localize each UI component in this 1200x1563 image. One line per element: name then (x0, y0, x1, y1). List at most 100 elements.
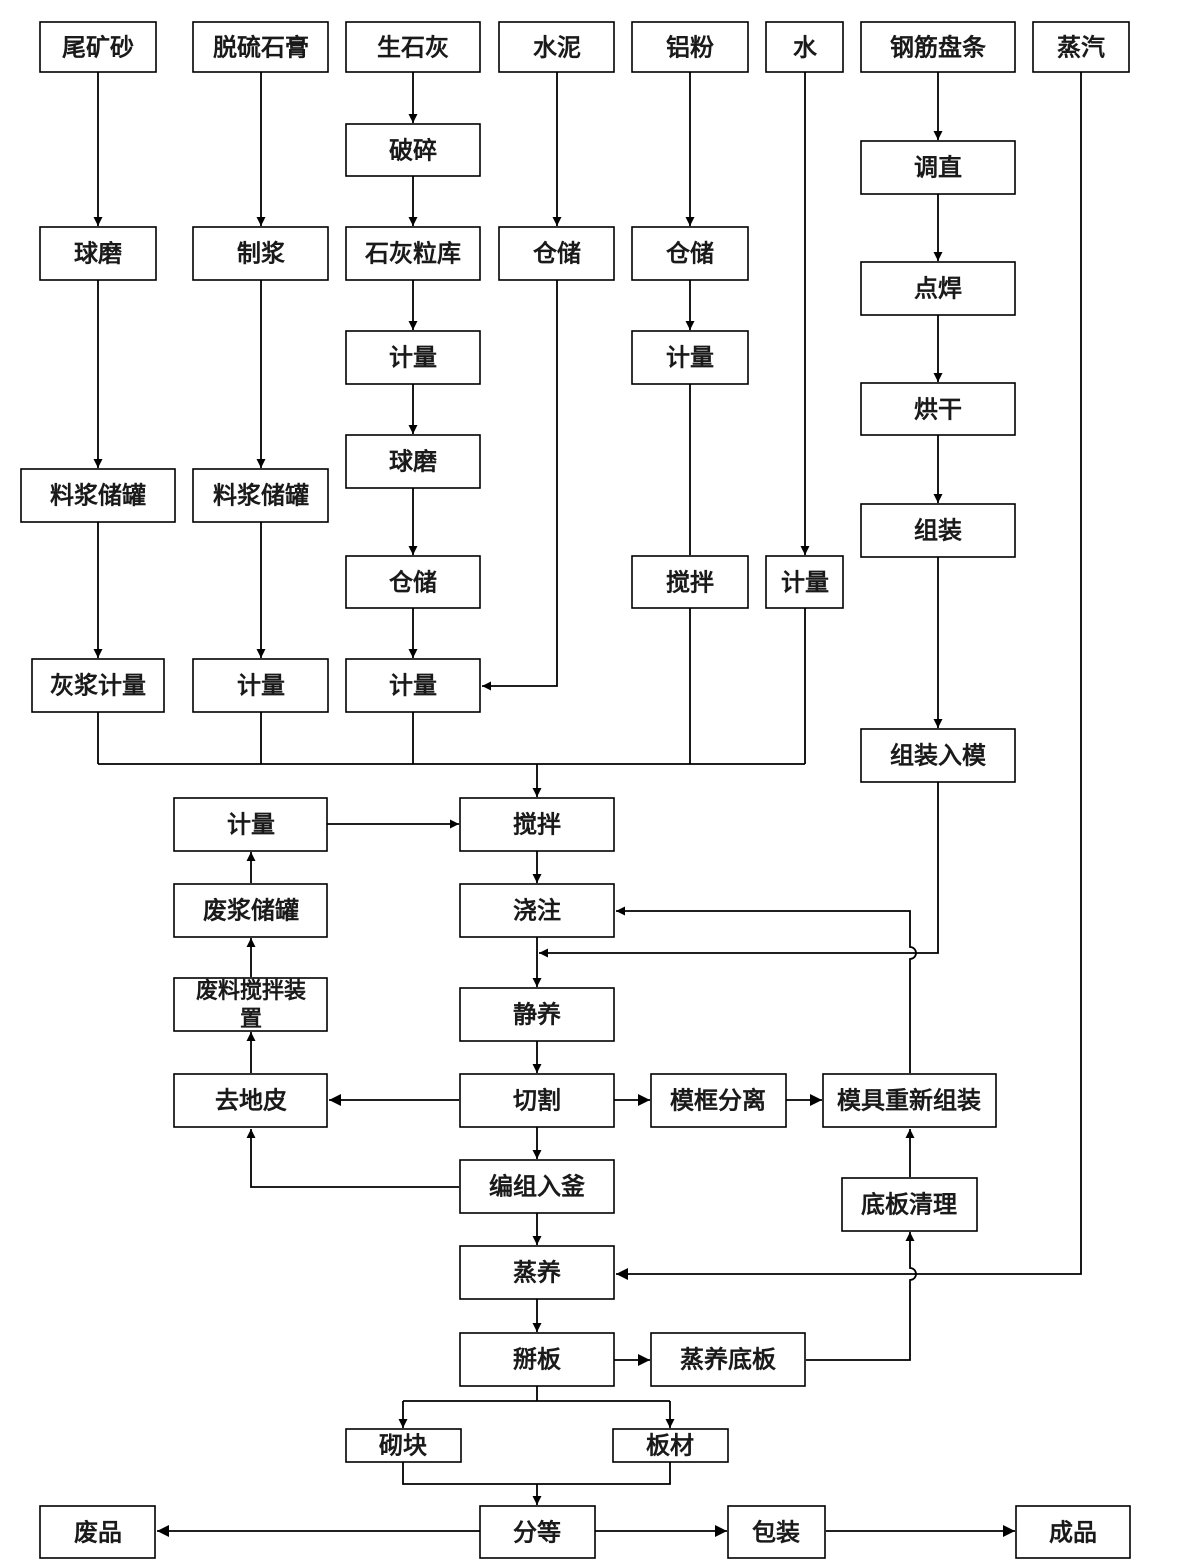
node-label: 计量 (666, 343, 714, 372)
edge-group-crust (246, 1129, 459, 1188)
node-assemble: 组装 (860, 503, 1016, 558)
node-label: 脱硫石膏 (213, 33, 309, 62)
node-label: 板材 (646, 1431, 694, 1460)
node-label: 搅拌 (513, 810, 561, 839)
node-measure-waste: 计量 (173, 797, 328, 852)
node-cement: 水泥 (498, 21, 615, 73)
node-measure-al: 计量 (631, 330, 749, 385)
node-label: 料浆储罐 (213, 481, 309, 510)
node-dry: 烘干 (860, 382, 1016, 436)
node-label: 模框分离 (670, 1086, 766, 1115)
edge-steam-autoclave (616, 72, 1082, 1280)
node-label: 搅拌 (666, 568, 714, 597)
node-label: 计量 (237, 671, 285, 700)
node-label: 蒸汽 (1057, 33, 1105, 62)
node-slurry-tank-1: 料浆储罐 (20, 468, 176, 523)
node-label-line2: 置 (240, 1006, 262, 1032)
node-label: 切割 (513, 1086, 561, 1115)
node-label: 灰浆计量 (50, 671, 146, 700)
node-label: 底板清理 (861, 1190, 957, 1219)
node-label: 废品 (74, 1518, 122, 1547)
node-label: 尾矿砂 (62, 33, 134, 62)
node-label: 计量 (227, 810, 275, 839)
node-label: 计量 (781, 568, 829, 597)
node-label: 蒸养底板 (680, 1345, 777, 1374)
edges (93, 72, 1082, 1537)
node-label: 仓储 (532, 239, 581, 268)
node-measure-gypsum: 计量 (192, 658, 329, 713)
node-waste-mixer: 废料搅拌装 置 (173, 977, 328, 1032)
node-waste-tank: 废浆储罐 (173, 883, 328, 938)
node-crush: 破碎 (345, 123, 481, 177)
node-cut: 切割 (459, 1073, 615, 1128)
node-pour: 浇注 (459, 883, 615, 938)
node-product: 成品 (1015, 1505, 1131, 1559)
node-separate: 掰板 (459, 1332, 615, 1387)
edge-steambase-clean (806, 1232, 917, 1361)
node-label: 制浆 (237, 239, 286, 268)
node-label: 成品 (1049, 1518, 1097, 1547)
node-label: 石灰粒库 (364, 239, 461, 268)
node-measure-water: 计量 (765, 555, 844, 609)
node-desulf-gypsum: 脱硫石膏 (192, 21, 329, 73)
node-label: 组装入模 (890, 741, 987, 770)
node-autoclave: 蒸养 (459, 1245, 615, 1300)
node-label: 水泥 (533, 33, 581, 62)
edge-block-merge (402, 1462, 671, 1485)
node-panel: 板材 (612, 1428, 729, 1463)
node-storage-al: 仓储 (631, 226, 749, 281)
node-storage-cement: 仓储 (498, 226, 615, 281)
node-measure-lime2: 计量 (345, 658, 481, 713)
node-ball-mill-1: 球磨 (39, 226, 157, 281)
node-stir-al: 搅拌 (631, 555, 749, 609)
node-label: 砌块 (379, 1431, 427, 1460)
node-straighten: 调直 (860, 140, 1016, 195)
node-label: 料浆储罐 (50, 481, 146, 510)
node-label: 铝粉 (666, 33, 714, 62)
node-remove-crust: 去地皮 (173, 1073, 328, 1128)
node-label: 静养 (513, 1000, 561, 1029)
node-pulping: 制浆 (192, 226, 329, 281)
node-label: 水 (793, 33, 818, 62)
node-storage-lime: 仓储 (345, 555, 481, 609)
node-clean-base: 底板清理 (841, 1177, 978, 1232)
edge-cementstorage-measure2 (482, 280, 558, 691)
node-label: 点焊 (914, 274, 962, 303)
node-ball-mill-2: 球磨 (345, 434, 481, 489)
node-label: 球磨 (74, 239, 122, 268)
node-label: 包装 (752, 1518, 800, 1547)
node-label: 废浆储罐 (203, 896, 299, 925)
node-label: 仓储 (665, 239, 714, 268)
node-label: 模具重新组装 (837, 1086, 981, 1115)
node-label: 分等 (513, 1518, 561, 1547)
node-steam: 蒸汽 (1032, 21, 1130, 73)
node-label: 组装 (914, 516, 962, 545)
node-quicklime: 生石灰 (345, 21, 481, 73)
node-tailings: 尾矿砂 (39, 21, 157, 73)
node-ash-measure: 灰浆计量 (31, 658, 165, 713)
node-label: 仓储 (388, 568, 437, 597)
node-slurry-tank-2: 料浆储罐 (192, 468, 329, 523)
node-group-kiln: 编组入釜 (459, 1159, 615, 1214)
edge-reassemble-pour (616, 906, 917, 1073)
node-label: 烘干 (914, 395, 962, 424)
node-steam-base: 蒸养底板 (650, 1332, 806, 1387)
node-label: 计量 (389, 671, 437, 700)
node-grade: 分等 (479, 1505, 596, 1559)
node-label: 编组入釜 (489, 1172, 586, 1201)
node-label: 浇注 (513, 896, 561, 925)
node-label: 球磨 (389, 447, 437, 476)
node-lime-bin: 石灰粒库 (345, 226, 481, 281)
node-mix: 搅拌 (459, 797, 615, 852)
node-rebar-coil: 钢筋盘条 (860, 21, 1016, 73)
node-label: 计量 (389, 343, 437, 372)
node-label: 去地皮 (215, 1086, 287, 1115)
node-reassemble: 模具重新组装 (822, 1073, 997, 1128)
node-water: 水 (765, 21, 844, 73)
nodes: 尾矿砂 脱硫石膏 生石灰 水泥 铝粉 水 钢筋盘条 蒸汽 破碎 球磨 制浆 石灰… (20, 21, 1131, 1559)
node-label-line1: 废料搅拌装 (196, 978, 306, 1004)
node-al-powder: 铝粉 (631, 21, 749, 73)
node-pack: 包装 (727, 1505, 826, 1559)
node-label: 调直 (914, 153, 962, 182)
